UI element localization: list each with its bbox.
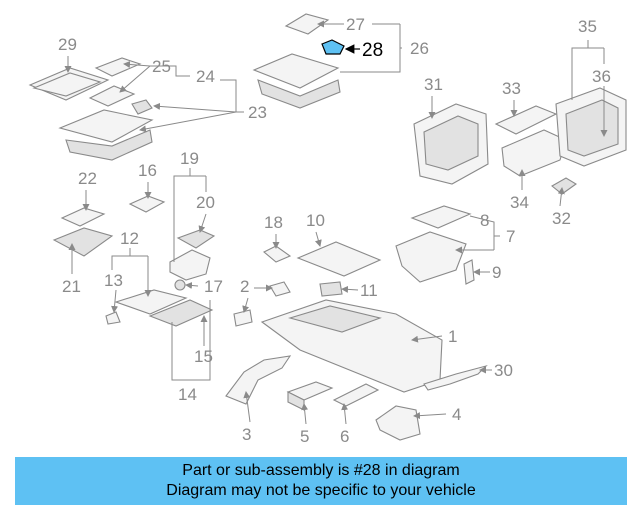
callout-22: 22 (78, 169, 97, 188)
part-3-bracket (225, 355, 292, 405)
callout-12: 12 (120, 229, 139, 248)
callout-6: 6 (340, 427, 349, 446)
part-1-console-top (287, 305, 382, 333)
part-36-display (565, 99, 619, 157)
callout-1: 1 (448, 327, 457, 346)
callout-21: 21 (62, 277, 81, 296)
parts-diagram: 29 25 24 23 27 28 26 22 21 16 19 20 17 1… (28, 13, 627, 446)
part-32-clip (551, 177, 578, 195)
part-27-tray (284, 13, 330, 35)
part-23-cover (58, 109, 154, 143)
part-16-pad (128, 195, 166, 213)
part-8-mat (410, 205, 472, 229)
callout-17: 17 (204, 277, 223, 296)
part-28-cup-holder (321, 39, 345, 55)
part-19-assy (169, 249, 211, 281)
part-26-bin-base (257, 79, 341, 109)
part-33-panel (494, 105, 558, 135)
callout-10: 10 (306, 211, 325, 230)
callout-30: 30 (494, 361, 513, 380)
callout-26: 26 (410, 39, 429, 58)
part-22-pad (60, 207, 106, 227)
part-25-pad-upper (94, 57, 142, 77)
callout-35: 35 (578, 17, 597, 36)
callout-19: 19 (180, 149, 199, 168)
callout-32: 32 (552, 209, 571, 228)
callout-33: 33 (502, 79, 521, 98)
part-15-insert (148, 299, 214, 327)
callout-4: 4 (452, 405, 461, 424)
part-23-knob (131, 99, 153, 115)
part-17-button (174, 279, 186, 291)
part-4-bracket (375, 405, 421, 441)
part-2-pad (233, 309, 253, 327)
callout-36: 36 (592, 67, 611, 86)
callout-23: 23 (248, 103, 267, 122)
banner-line-2: Diagram may not be specific to your vehi… (166, 482, 476, 499)
callout-20: 20 (196, 193, 215, 212)
leader-lines (64, 20, 608, 425)
part-18-latch (263, 245, 292, 263)
part-34-tray (501, 129, 567, 177)
callout-2: 2 (240, 277, 249, 296)
part-31-bezel-inner (423, 115, 479, 171)
callout-11: 11 (360, 281, 378, 300)
part-6-trim (332, 383, 380, 407)
part-30-trim (423, 364, 488, 391)
callout-24: 24 (196, 67, 215, 86)
part-13-clip (105, 311, 121, 325)
callout-13: 13 (104, 271, 123, 290)
part-12-plate (114, 289, 188, 315)
part-29-mat-inner (32, 72, 102, 97)
part-25-pad-lower (88, 85, 136, 107)
callout-34: 34 (510, 193, 529, 212)
callout-31: 31 (424, 75, 443, 94)
info-banner: Part or sub-assembly is #28 in diagram D… (15, 457, 627, 505)
part-11-switch (319, 281, 343, 297)
callout-27: 27 (346, 15, 365, 34)
part-23-cover-base (65, 129, 153, 161)
callout-7: 7 (506, 227, 515, 246)
callout-9: 9 (492, 263, 501, 282)
callout-18: 18 (264, 213, 283, 232)
part-21-tray (52, 227, 114, 257)
callout-29: 29 (58, 35, 77, 54)
callout-5: 5 (300, 427, 309, 446)
part-10-lid (296, 241, 382, 277)
callout-3: 3 (242, 425, 251, 444)
part-9-clip (463, 259, 475, 285)
callout-8: 8 (480, 211, 489, 230)
callout-25: 25 (152, 57, 171, 76)
callout-15: 15 (194, 347, 213, 366)
part-7-bin (395, 231, 467, 283)
part-2-clip (269, 281, 291, 297)
callout-16: 16 (138, 161, 157, 180)
part-26-bin (252, 53, 340, 89)
banner-line-1: Part or sub-assembly is #28 in diagram (182, 462, 460, 479)
callout-14: 14 (178, 385, 197, 404)
part-20-cup (176, 229, 216, 249)
callout-28: 28 (362, 40, 383, 61)
